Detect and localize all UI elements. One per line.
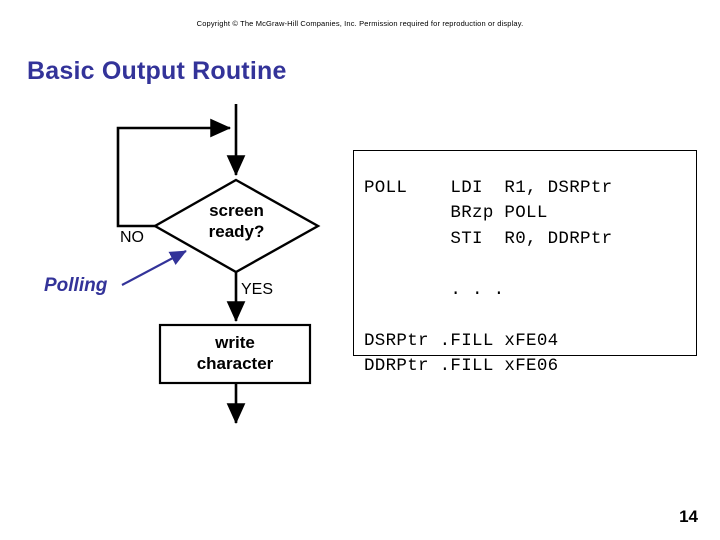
no-feedback-loop xyxy=(116,118,232,228)
polling-annotation-arrow xyxy=(121,250,187,286)
assembly-code-text: POLL LDI R1, DSRPtr BRzp POLL STI R0, DD… xyxy=(364,177,613,377)
copyright-notice: Copyright © The McGraw-Hill Companies, I… xyxy=(196,19,524,28)
slide-page-number: 14 xyxy=(679,507,698,526)
polling-annotation-label: Polling xyxy=(44,275,108,296)
process-label-line2: character xyxy=(196,354,274,373)
decision-label-line2: ready? xyxy=(208,222,265,241)
process-label-line1: write xyxy=(215,333,255,352)
process-label: write character xyxy=(160,332,310,374)
decision-label: screen ready? xyxy=(155,200,318,242)
branch-label-yes: YES xyxy=(241,281,274,298)
code-listing-panel: POLL LDI R1, DSRPtr BRzp POLL STI R0, DD… xyxy=(353,150,697,376)
branch-label-no: NO xyxy=(120,229,144,246)
page-title: Basic Output Routine xyxy=(27,57,287,85)
flowchart-diagram: screen ready? write character NO YES Pol… xyxy=(0,0,380,460)
flowchart-svg xyxy=(116,104,321,425)
decision-label-line1: screen xyxy=(209,201,264,220)
